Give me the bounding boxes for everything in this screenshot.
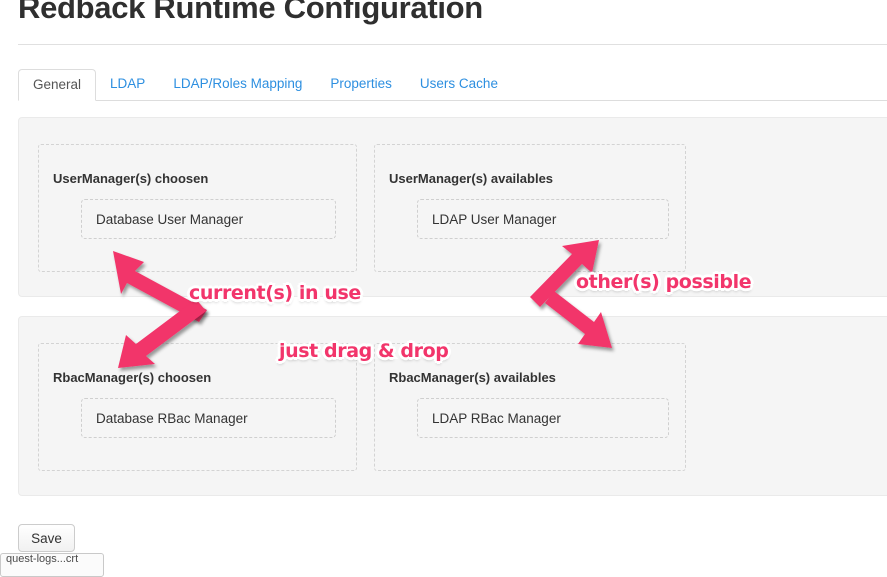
tab-ldap-roles-mapping[interactable]: LDAP/Roles Mapping [173, 76, 303, 91]
usermanager-available-item[interactable]: LDAP User Manager [417, 199, 669, 239]
title-divider [18, 44, 887, 45]
rbacmanager-available-title: RbacManager(s) availables [389, 370, 556, 385]
rbacmanager-available-item[interactable]: LDAP RBac Manager [417, 398, 669, 438]
rbacmanager-available-dropzone[interactable]: RbacManager(s) availables LDAP RBac Mana… [374, 343, 686, 471]
usermanager-chosen-dropzone[interactable]: UserManager(s) choosen Database User Man… [38, 144, 357, 272]
tab-bar: General LDAP LDAP/Roles Mapping Properti… [18, 69, 887, 101]
tab-properties[interactable]: Properties [330, 76, 392, 91]
tab-ldap[interactable]: LDAP [110, 76, 146, 91]
usermanager-panel: UserManager(s) choosen Database User Man… [18, 117, 887, 297]
usermanager-chosen-item[interactable]: Database User Manager [81, 199, 336, 239]
rbacmanager-panel: RbacManager(s) choosen Database RBac Man… [18, 316, 887, 496]
usermanager-chosen-title: UserManager(s) choosen [53, 171, 209, 186]
tab-users-cache[interactable]: Users Cache [419, 76, 498, 91]
download-item-chip[interactable]: quest-logs...crt [0, 553, 104, 577]
usermanager-available-title: UserManager(s) availables [389, 171, 554, 186]
rbacmanager-chosen-dropzone[interactable]: RbacManager(s) choosen Database RBac Man… [38, 343, 357, 471]
page-title: Redback Runtime Configuration [18, 0, 483, 25]
tab-general[interactable]: General [18, 69, 97, 101]
usermanager-available-dropzone[interactable]: UserManager(s) availables LDAP User Mana… [374, 144, 686, 272]
rbacmanager-chosen-item[interactable]: Database RBac Manager [81, 398, 336, 438]
save-button[interactable]: Save [18, 524, 75, 552]
rbacmanager-chosen-title: RbacManager(s) choosen [53, 370, 212, 385]
